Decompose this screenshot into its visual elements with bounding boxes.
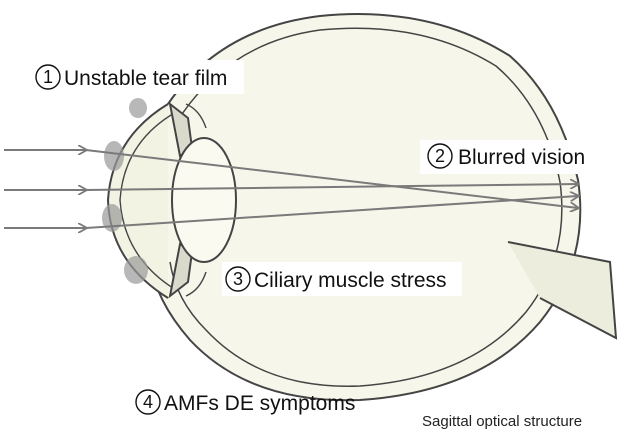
- ciliary-muscle-upper: [185, 103, 207, 129]
- ciliary-muscle-lower: [185, 271, 207, 297]
- retina-outline: [169, 27, 563, 387]
- label-ciliary-muscle-stress: 3 Ciliary muscle stress: [222, 262, 462, 296]
- label-number: 4: [143, 392, 153, 412]
- cornea-inner: [119, 111, 177, 291]
- optic-nerve: [507, 241, 618, 340]
- label-text: Ciliary muscle stress: [254, 269, 447, 292]
- label-unstable-tear-film: 1 Unstable tear film: [30, 60, 244, 94]
- label-blurred-vision: 2 Blurred vision: [420, 140, 604, 174]
- label-text: Blurred vision: [458, 146, 585, 169]
- label-number: 2: [435, 146, 445, 166]
- label-text: Unstable tear film: [64, 67, 227, 90]
- refracted-ray-middle: [85, 184, 578, 191]
- refracted-ray-bottom: [85, 196, 578, 229]
- refracted-ray-top: [85, 149, 578, 208]
- sclera-outline: [149, 13, 582, 402]
- label-number: 3: [233, 269, 243, 289]
- label-amfs-de-symptoms: 4 AMFs DE symptoms: [135, 389, 355, 415]
- label-text: AMFs DE symptoms: [164, 392, 355, 415]
- lens: [171, 137, 237, 263]
- figure-caption: Sagittal optical structure: [422, 413, 582, 430]
- label-number: 1: [43, 67, 53, 87]
